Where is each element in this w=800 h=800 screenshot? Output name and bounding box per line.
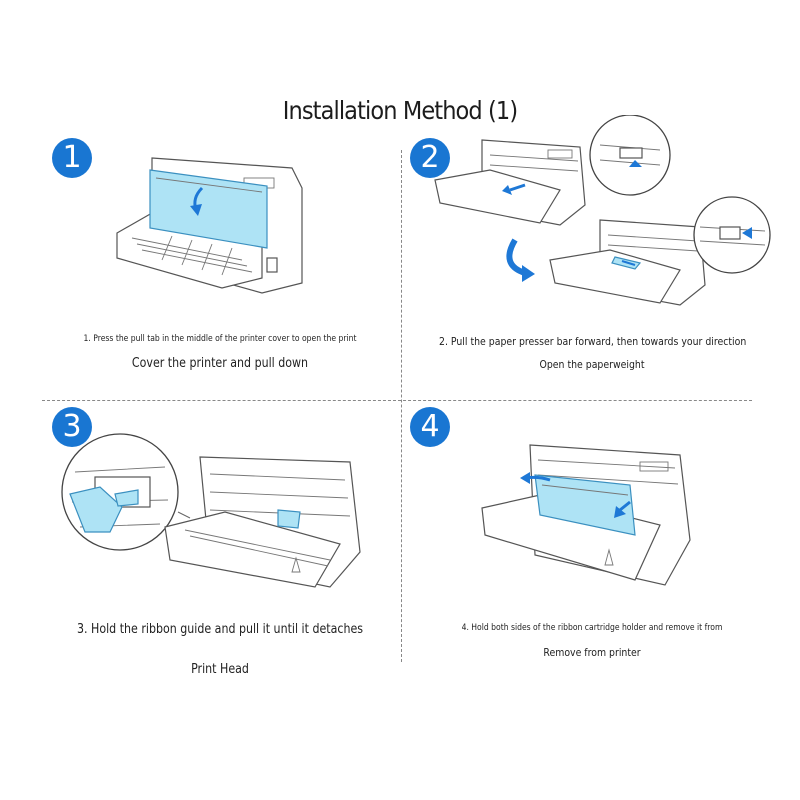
printer-cover-highlight bbox=[149, 169, 268, 249]
step-3-caption-line1: 3. Hold the ribbon guide and pull it unt… bbox=[76, 622, 364, 637]
step-1-badge: 1 bbox=[52, 138, 92, 178]
step-3-printer-illustration bbox=[61, 433, 361, 588]
ribbon-guide-highlight bbox=[69, 486, 123, 533]
pull-forward-arrow-icon bbox=[509, 183, 526, 192]
remove-right-arrow-icon bbox=[619, 500, 631, 512]
page-title: Installation Method (1) bbox=[282, 96, 518, 125]
step-1-caption-line2: Cover the printer and pull down bbox=[131, 356, 309, 371]
step-1-printer-illustration bbox=[116, 157, 303, 294]
step-4-badge: 4 bbox=[410, 407, 450, 447]
step-1-caption-line1: 1. Press the pull tab in the middle of t… bbox=[83, 334, 357, 344]
curved-arrow-icon bbox=[506, 238, 527, 276]
ribbon-cartridge-highlight bbox=[534, 474, 636, 536]
step-4-caption-line1: 4. Hold both sides of the ribbon cartrid… bbox=[461, 623, 723, 633]
step-4-printer-illustration bbox=[481, 444, 691, 586]
step-3-badge: 3 bbox=[52, 407, 92, 447]
step-2-badge: 2 bbox=[410, 138, 450, 178]
step-2-caption-line2: Open the paperweight bbox=[539, 358, 645, 371]
step-3-caption-line2: Print Head bbox=[191, 662, 249, 677]
step-2-caption-line1: 2. Pull the paper presser bar forward, t… bbox=[439, 335, 747, 348]
step-2-printer-illustration bbox=[434, 115, 771, 306]
horizontal-divider bbox=[42, 400, 752, 401]
step-4-caption-line2: Remove from printer bbox=[543, 646, 641, 659]
vertical-divider bbox=[401, 150, 402, 662]
